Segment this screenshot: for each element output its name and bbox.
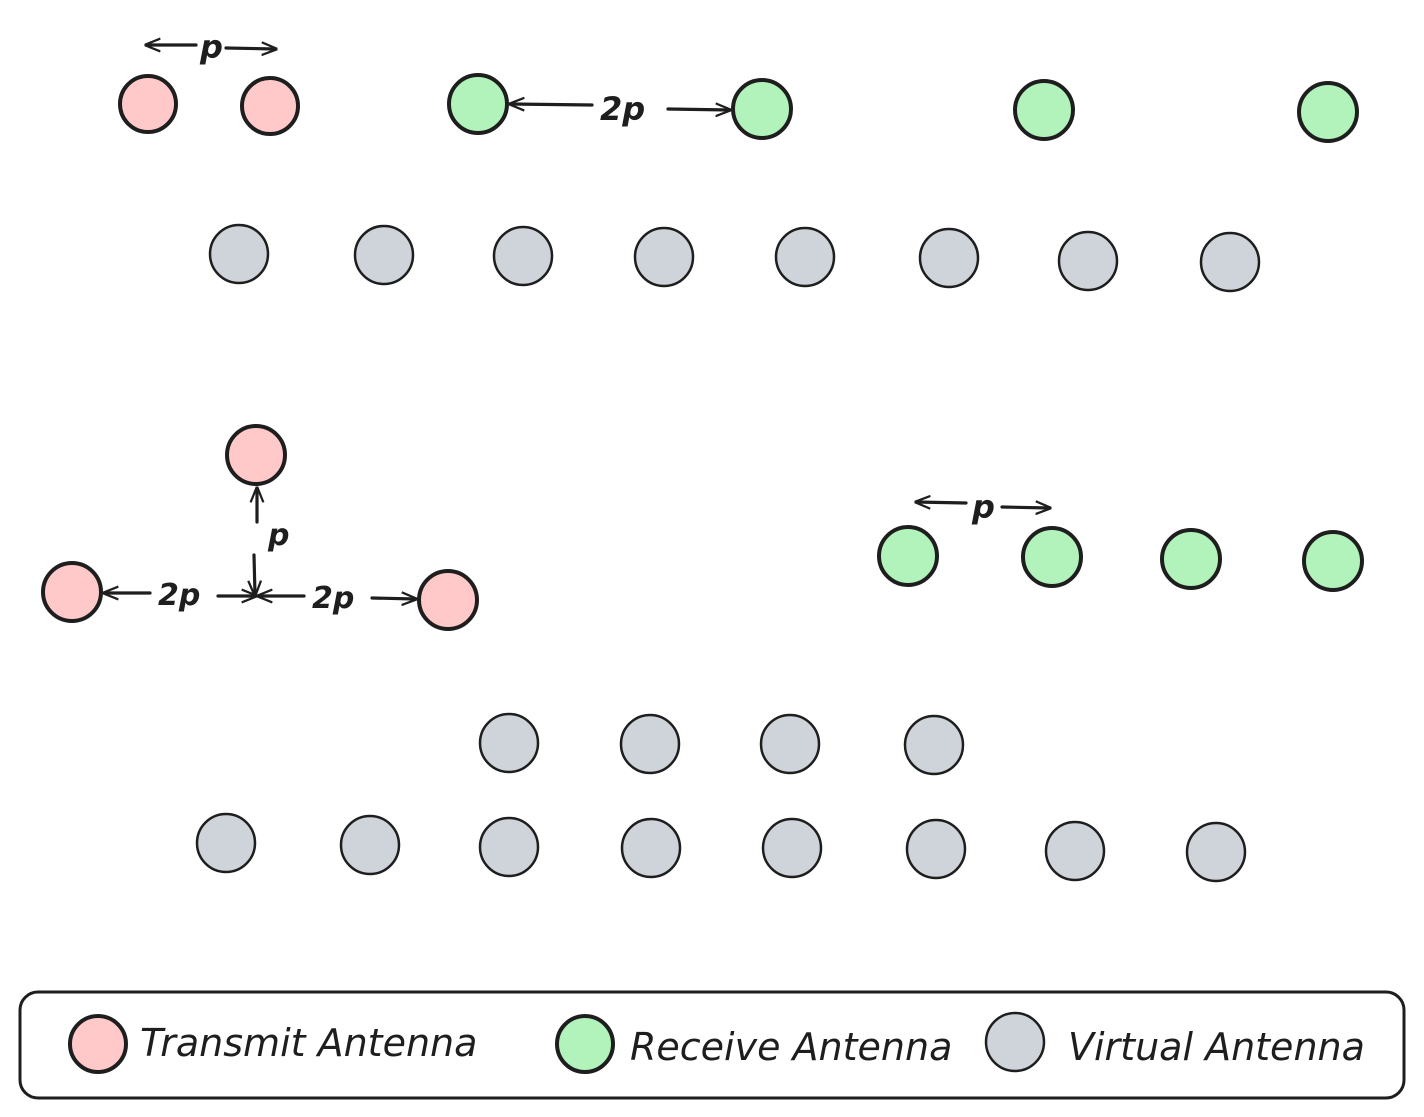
legend-transmit-swatch: [68, 1014, 128, 1074]
bottom-rx-spacing-arrow-left: [916, 502, 968, 503]
top-virtual-antenna: [1057, 230, 1119, 292]
top-virtual-antenna: [208, 223, 270, 285]
bottom-virtual-antenna: [195, 812, 257, 874]
top-virtual-antenna: [492, 225, 554, 287]
bottom-virtual-antenna: [339, 814, 401, 876]
bottom-virtual-antenna: [759, 713, 821, 775]
top-receive-antenna: [731, 78, 793, 140]
bottom-rx-spacing-arrow-right: [1000, 507, 1050, 508]
bottom-transmit-antenna: [225, 424, 287, 486]
bottom-right-spacing-arrow-right: [370, 598, 416, 599]
bottom-virtual-antenna: [478, 816, 540, 878]
legend-transmit-label: Transmit Antenna: [140, 1021, 477, 1065]
top-rx-spacing-arrow-right: [666, 109, 730, 110]
top-virtual-antenna: [1199, 231, 1261, 293]
bottom-receive-antenna: [1021, 526, 1083, 588]
top-transmit-antenna: [118, 74, 178, 134]
top-virtual-antenna: [353, 224, 415, 286]
top-rx-spacing-label: 2p: [600, 90, 645, 128]
top-tx-spacing-arrow-right: [224, 48, 276, 49]
bottom-transmit-antenna: [41, 561, 103, 623]
bottom-virtual-antenna: [619, 713, 681, 775]
bottom-vertical-spacing-arrow-down: [254, 553, 255, 595]
top-receive-antenna: [447, 73, 509, 135]
top-configuration: p 2p: [118, 28, 1359, 293]
legend-receive-swatch: [555, 1014, 615, 1074]
bottom-right-spacing-label: 2p: [312, 581, 354, 616]
bottom-configuration: p 2p 2p p: [41, 424, 1364, 883]
bottom-virtual-antenna: [761, 817, 823, 879]
top-rx-spacing-arrow-left: [510, 104, 594, 105]
top-virtual-antenna: [774, 226, 836, 288]
top-virtual-antenna: [918, 227, 980, 289]
bottom-left-spacing-label: 2p: [158, 578, 200, 613]
top-tx-spacing-label: p: [199, 28, 223, 66]
top-transmit-antenna: [240, 76, 300, 136]
legend-box: [18, 990, 1406, 1100]
bottom-rx-spacing-label: p: [971, 488, 995, 526]
bottom-receive-antenna: [877, 525, 939, 587]
bottom-vertical-spacing-label: p: [267, 518, 289, 553]
top-receive-antenna: [1297, 81, 1359, 143]
bottom-receive-antenna: [1160, 528, 1222, 590]
top-receive-antenna: [1013, 79, 1075, 141]
bottom-virtual-antenna: [1044, 820, 1106, 882]
bottom-virtual-antenna: [620, 817, 682, 879]
legend-receive-label: Receive Antenna: [630, 1025, 952, 1069]
legend-virtual-label: Virtual Antenna: [1068, 1025, 1365, 1069]
bottom-virtual-antenna: [905, 818, 967, 880]
bottom-receive-antenna: [1302, 530, 1364, 592]
bottom-virtual-antenna: [478, 712, 540, 774]
top-virtual-antenna: [633, 226, 695, 288]
bottom-transmit-antenna: [417, 569, 479, 631]
bottom-virtual-antenna: [1185, 821, 1247, 883]
bottom-virtual-antenna: [903, 714, 965, 776]
legend: Transmit Antenna Receive Antenna Virtual…: [18, 990, 1406, 1100]
legend-virtual-swatch: [984, 1011, 1046, 1073]
